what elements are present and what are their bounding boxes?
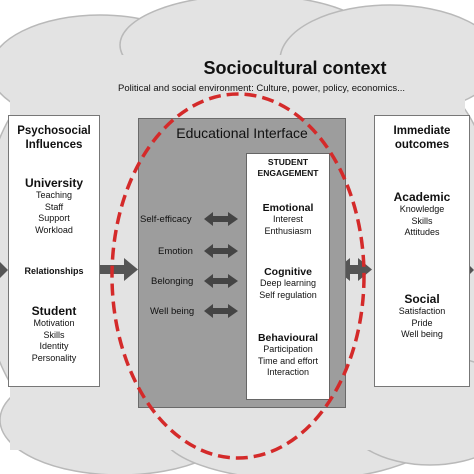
social-label: Social [404, 292, 440, 306]
factor-self-efficacy: Self-efficacy [140, 214, 192, 225]
educational-interface-title: Educational Interface [176, 125, 308, 141]
factor-emotion: Emotion [158, 246, 193, 257]
academic-group: Academic Knowledge Skills Attitudes [375, 190, 469, 239]
behavioural-label: Behavioural [257, 332, 319, 344]
behavioural-item-interaction: Interaction [266, 367, 310, 377]
diagram-title: Sociocultural context [203, 58, 387, 78]
double-arrow-emotion-icon [204, 244, 238, 258]
university-item-support: Support [38, 213, 70, 223]
cognitive-item-self-regulation: Self regulation [259, 289, 317, 300]
outcomes-panel: Immediate outcomes Academic Knowledge Sk… [374, 115, 470, 387]
student-engagement-box: STUDENT ENGAGEMENT Emotional Interest En… [246, 153, 330, 400]
university-item-teaching: Teaching [35, 190, 73, 200]
social-item-well-being: Well being [401, 329, 443, 339]
student-label: Student [31, 304, 77, 318]
factor-well-being: Well being [150, 306, 195, 317]
academic-item-knowledge: Knowledge [399, 204, 445, 214]
cognitive-label: Cognitive [264, 266, 312, 278]
university-group: University Teaching Staff Support Worklo… [9, 176, 99, 236]
student-item-skills: Skills [43, 329, 65, 340]
university-item-staff: Staff [44, 201, 64, 212]
academic-item-skills: Skills [411, 215, 433, 226]
academic-label: Academic [393, 190, 451, 204]
outcomes-heading-line2: outcomes [394, 139, 450, 151]
student-item-personality: Personality [31, 352, 77, 363]
social-item-pride: Pride [411, 317, 433, 328]
psychosocial-panel: Psychosocial Influences University Teach… [8, 115, 100, 387]
academic-item-attitudes: Attitudes [404, 227, 440, 237]
cognitive-group: Cognitive Deep learning Self regulation [247, 266, 329, 301]
behavioural-group: Behavioural Participation Time and effor… [247, 332, 329, 379]
double-arrow-well-being-icon [204, 304, 238, 318]
emotional-label: Emotional [262, 202, 314, 214]
university-label: University [24, 176, 84, 190]
engagement-heading-line1: STUDENT [267, 157, 309, 167]
psychosocial-heading-line2: Influences [25, 139, 83, 151]
student-item-motivation: Motivation [33, 318, 75, 328]
outcomes-heading: Immediate outcomes [375, 124, 469, 152]
behavioural-item-participation: Participation [263, 344, 313, 354]
left-edge-arrow [0, 262, 8, 278]
engagement-heading-line2: ENGAGEMENT [257, 168, 319, 178]
student-item-identity: Identity [39, 341, 69, 351]
engagement-heading: STUDENT ENGAGEMENT [247, 157, 329, 179]
emotional-group: Emotional Interest Enthusiasm [247, 202, 329, 237]
behavioural-item-time-effort: Time and effort [257, 355, 319, 366]
psychosocial-heading-line1: Psychosocial [17, 125, 91, 137]
double-arrow-belonging-icon [204, 274, 238, 288]
cognitive-item-deep-learning: Deep learning [259, 278, 317, 288]
social-group: Social Satisfaction Pride Well being [375, 292, 469, 341]
factor-belonging: Belonging [151, 276, 194, 287]
double-arrow-self-efficacy-icon [204, 212, 238, 226]
outcomes-heading-line1: Immediate [393, 125, 451, 137]
university-item-workload: Workload [35, 224, 73, 235]
diagram-subtitle: Political and social environment: Cultur… [118, 83, 406, 94]
emotional-item-interest: Interest [272, 214, 303, 224]
psychosocial-heading: Psychosocial Influences [9, 124, 99, 152]
student-group: Student Motivation Skills Identity Perso… [9, 304, 99, 364]
relationships-label: Relationships [24, 266, 84, 276]
social-item-satisfaction: Satisfaction [398, 306, 446, 316]
emotional-item-enthusiasm: Enthusiasm [264, 225, 312, 236]
